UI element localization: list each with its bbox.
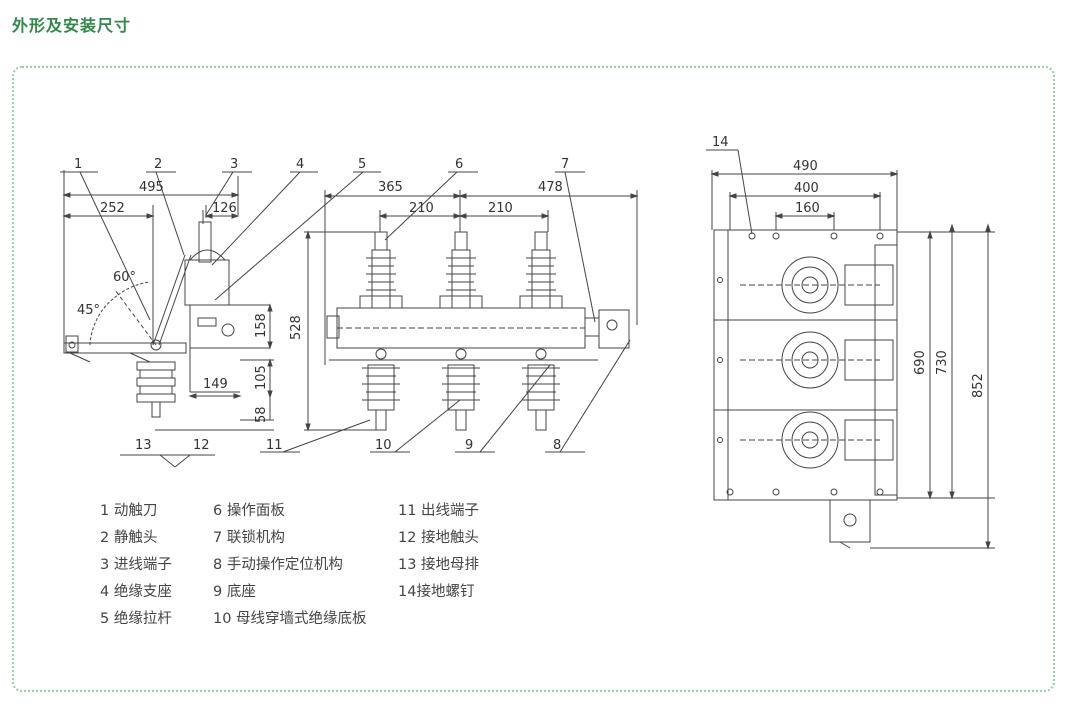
callout-5: 5: [358, 157, 366, 172]
callout-2: 2: [154, 157, 162, 172]
legend-item: 1 动触刀: [100, 503, 158, 519]
legend-item: 3 进线端子: [100, 557, 172, 573]
callout-1: 1: [74, 157, 82, 172]
dim-852: 852: [971, 373, 986, 398]
dim-400: 400: [794, 181, 819, 196]
front-view: [60, 171, 639, 453]
angle-60: 60°: [113, 270, 136, 285]
legend-item: 9 底座: [213, 584, 256, 600]
content-frame: [12, 66, 1055, 692]
legend-item: 5 绝缘拉杆: [100, 611, 172, 627]
callout-14: 14: [712, 135, 729, 150]
callout-8: 8: [553, 438, 561, 453]
legend-item: 14接地螺钉: [398, 584, 475, 600]
legend-item: 4 绝缘支座: [100, 584, 172, 600]
dim-210-b: 210: [488, 201, 513, 216]
legend-item: 6 操作面板: [213, 503, 285, 519]
dim-158: 158: [254, 313, 269, 338]
page-title: 外形及安装尺寸: [12, 16, 132, 35]
legend-item: 7 联锁机构: [213, 530, 285, 546]
legend-item: 8 手动操作定位机构: [213, 557, 343, 573]
dim-126: 126: [212, 201, 237, 216]
dim-490: 490: [793, 159, 818, 174]
legend-column-1: 1 动触刀 2 静触头 3 进线端子 4 绝缘支座 5 绝缘拉杆: [100, 498, 172, 633]
dim-160: 160: [795, 201, 820, 216]
left-side-view: [62, 170, 364, 468]
dim-365: 365: [378, 180, 403, 195]
dim-478: 478: [538, 180, 563, 195]
top-view: [706, 149, 995, 550]
legend-item: 12 接地触头: [398, 530, 480, 546]
dim-58: 58: [254, 406, 269, 423]
dim-528: 528: [289, 315, 304, 340]
callout-12: 12: [193, 438, 210, 453]
dim-495: 495: [139, 180, 164, 195]
callout-4: 4: [296, 157, 304, 172]
legend-item: 2 静触头: [100, 530, 158, 546]
callout-11: 11: [266, 438, 283, 453]
legend-item: 10 母线穿墙式绝缘底板: [213, 611, 367, 627]
legend-item: 11 出线端子: [398, 503, 480, 519]
callout-9: 9: [465, 438, 473, 453]
dim-252: 252: [100, 201, 125, 216]
legend-column-2: 6 操作面板 7 联锁机构 8 手动操作定位机构 9 底座 10 母线穿墙式绝缘…: [213, 498, 367, 633]
dim-210-a: 210: [409, 201, 434, 216]
legend-item: 13 接地母排: [398, 557, 480, 573]
dim-149: 149: [203, 377, 228, 392]
angle-45: 45°: [77, 303, 100, 318]
callout-6: 6: [455, 157, 463, 172]
legend-column-3: 11 出线端子 12 接地触头 13 接地母排 14接地螺钉: [398, 498, 479, 606]
callout-13: 13: [135, 438, 152, 453]
dim-105: 105: [254, 365, 269, 390]
dim-690: 690: [913, 350, 928, 375]
callout-3: 3: [230, 157, 238, 172]
callout-7: 7: [561, 157, 569, 172]
dim-730: 730: [935, 350, 950, 375]
callout-10: 10: [375, 438, 392, 453]
